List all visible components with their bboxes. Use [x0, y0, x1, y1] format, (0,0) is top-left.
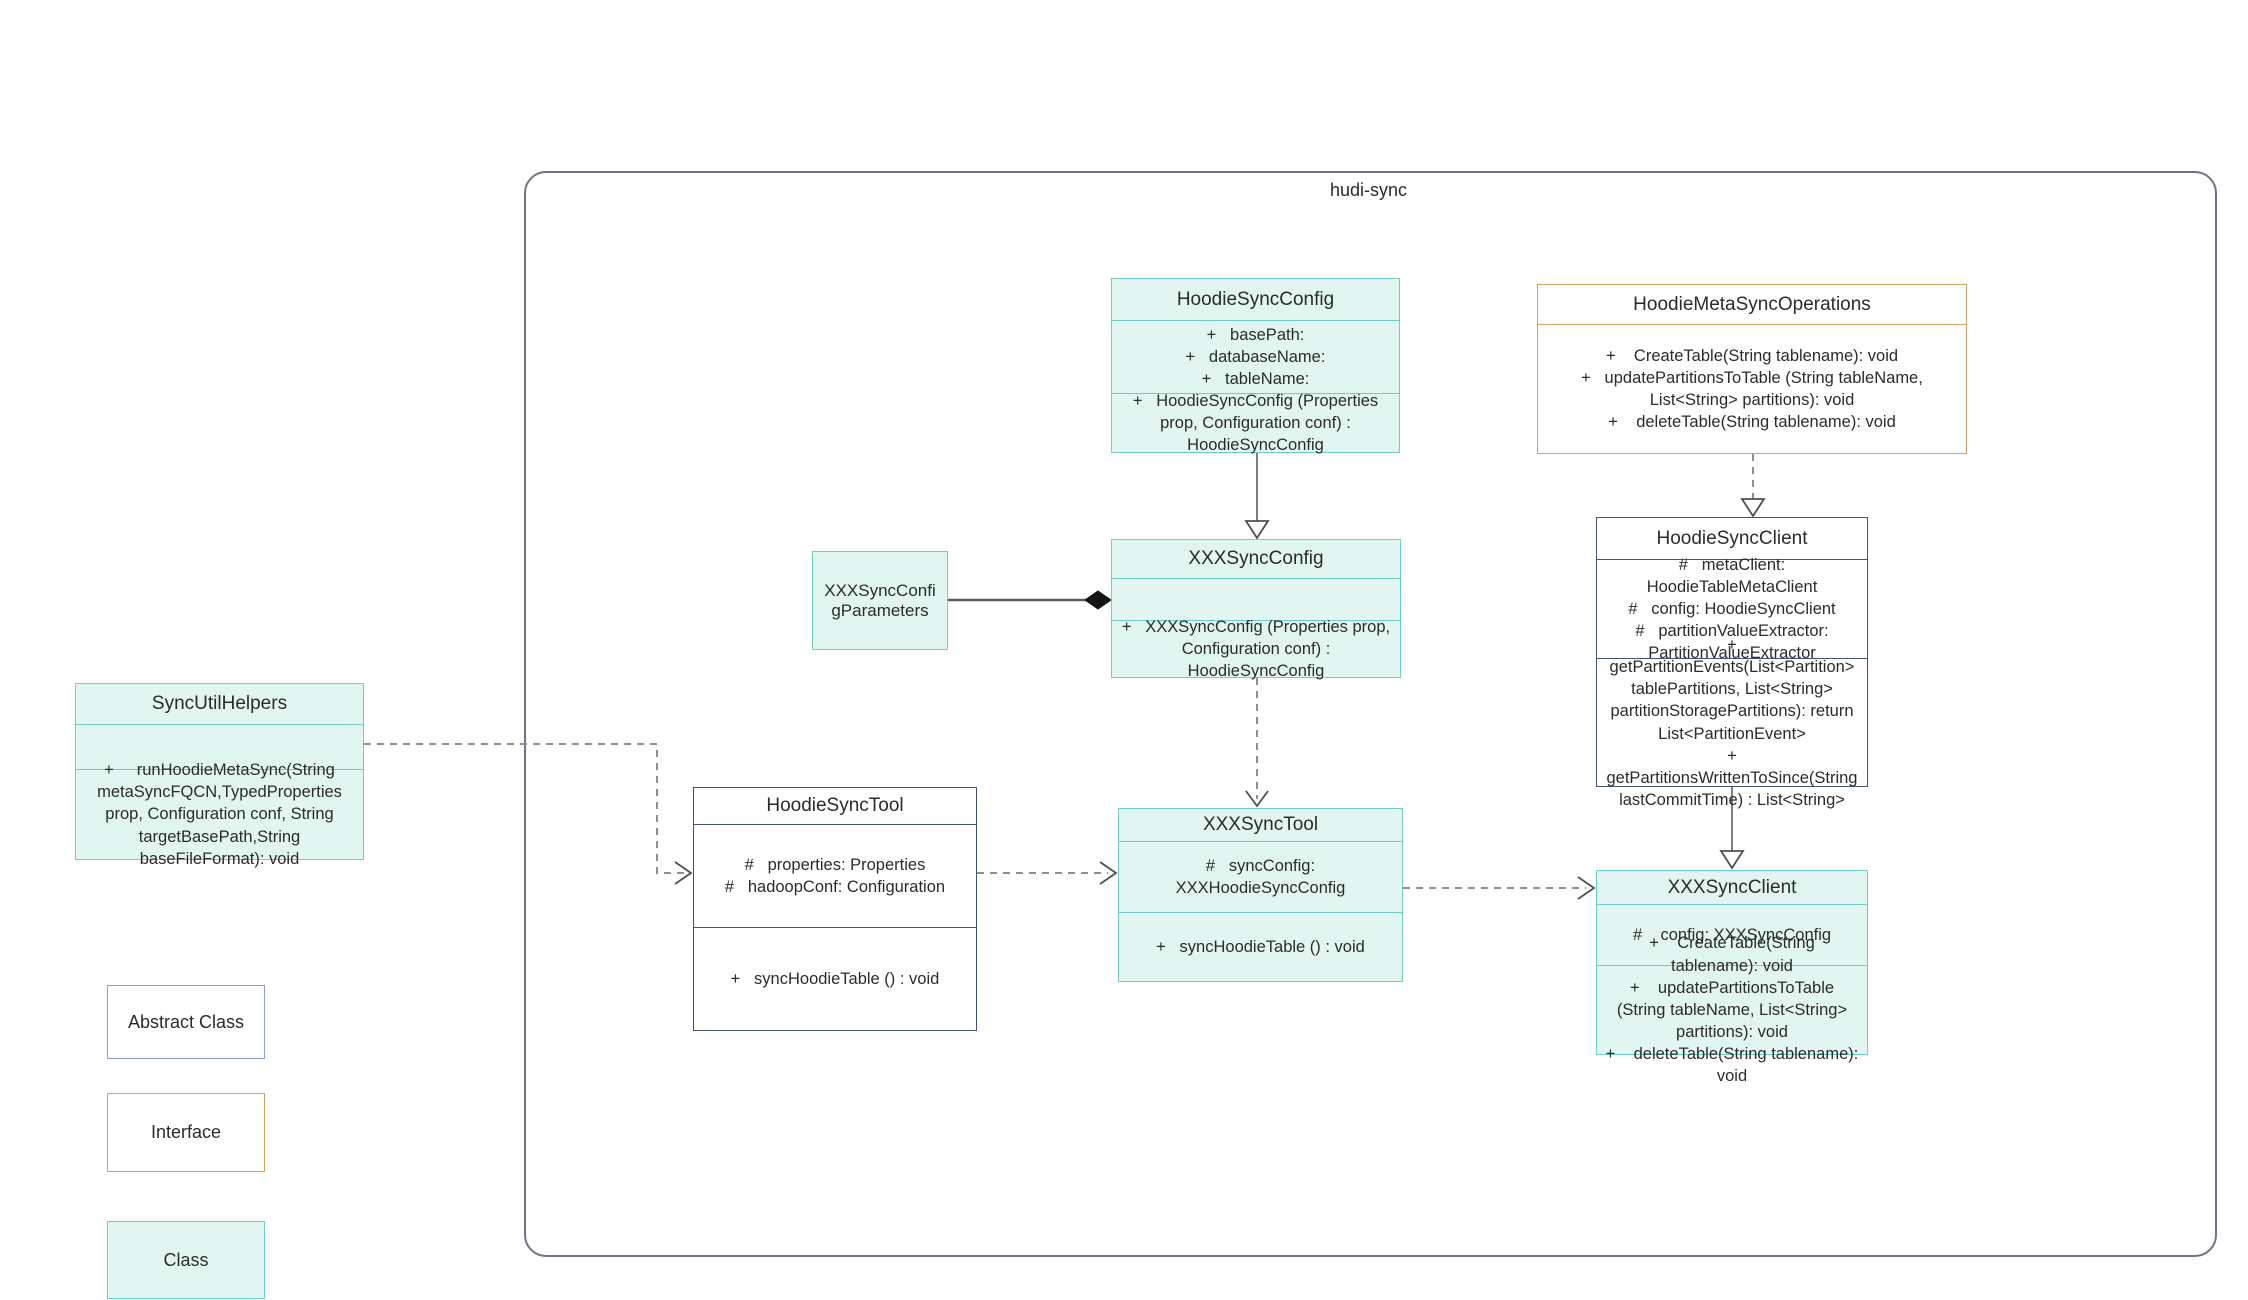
class-methods: + syncHoodieTable () : void	[694, 927, 976, 1030]
member-line: + CreateTable(String tablename): void	[1605, 346, 1899, 365]
class-node-xxx-sync-tool: XXXSyncTool # syncConfig: XXXHoodieSyncC…	[1118, 808, 1403, 982]
class-attributes: + basePath: + databaseName: + tableName:	[1112, 320, 1399, 393]
class-title: XXXSyncConfig	[1188, 548, 1324, 569]
legend-label: Interface	[150, 1122, 222, 1142]
member-line: + syncHoodieTable () : void	[730, 969, 940, 988]
member-line: + XXXSyncConfig (Properties prop, Config…	[1121, 617, 1395, 680]
member-line: # hadoopConf: Configuration	[724, 878, 946, 896]
class-attributes: # metaClient: HoodieTableMetaClient # con…	[1597, 556, 1867, 662]
member-line: # partitionValueExtractor: PartitionValu…	[1635, 622, 1834, 663]
class-methods: + syncHoodieTable () : void	[1119, 911, 1402, 981]
class-title: XXXSyncTool	[1202, 814, 1319, 835]
member-line: + basePath:	[1206, 325, 1305, 344]
class-methods: + HoodieSyncConfig (Properties prop, Con…	[1112, 392, 1399, 454]
member-line: + syncHoodieTable () : void	[1156, 937, 1365, 956]
class-node-xxx-sync-config: XXXSyncConfig + XXXSyncConfig (Propertie…	[1111, 539, 1401, 680]
class-title: SyncUtilHelpers	[151, 693, 288, 714]
class-node-xxx-sync-client: XXXSyncClient # config: XXXSyncConfig + …	[1596, 870, 1868, 1085]
member-line: + getPartitionsWrittenToSince(String las…	[1606, 746, 1863, 809]
class-attributes	[1112, 578, 1400, 620]
member-line: + runHoodieMetaSync(String metaSyncFQCN,…	[97, 761, 347, 868]
class-methods: + getPartitionEvents(List<Partition> tab…	[1597, 636, 1867, 809]
legend-label: Class	[163, 1249, 209, 1270]
class-methods: + CreateTable(String tablename): void+ u…	[1597, 934, 1867, 1085]
class-attributes	[76, 724, 363, 769]
member-line: + updatePartitionsToTable (String tableN…	[1616, 978, 1852, 1041]
class-title: XXXSyncClient	[1667, 876, 1797, 898]
package-label: hudi-sync	[1329, 180, 1408, 200]
class-methods: + XXXSyncConfig (Properties prop, Config…	[1112, 618, 1400, 680]
abstract-class-node-hoodie-sync-client: HoodieSyncClient # metaClient: HoodieTab…	[1596, 517, 1868, 809]
class-attributes: # properties: Properties # hadoopConf: Co…	[694, 824, 976, 927]
member-line: + tableName:	[1201, 370, 1310, 389]
member-line: + databaseName:	[1185, 347, 1326, 366]
legend-abstract-class: Abstract Class	[107, 985, 265, 1059]
member-line: + updatePartitionsToTable (String tableN…	[1581, 368, 1928, 409]
class-title: XXXSyncConfigParameters	[824, 580, 936, 620]
member-line: # properties: Properties	[744, 855, 926, 874]
member-line: # config: HoodieSyncClient	[1628, 599, 1836, 618]
class-node-hoodie-sync-config: HoodieSyncConfig + basePath: + databaseNa…	[1111, 278, 1400, 454]
class-attributes: # config: XXXSyncConfig	[1597, 904, 1867, 965]
member-line: # config: XXXSyncConfig	[1632, 925, 1832, 944]
interface-node-hoodie-meta-sync-operations: HoodieMetaSyncOperations + CreateTable(S…	[1537, 284, 1967, 454]
interface-title: HoodieMetaSyncOperations	[1633, 293, 1871, 315]
member-line: + CreateTable(String tablename): void	[1649, 934, 1820, 975]
class-title: HoodieSyncConfig	[1176, 288, 1335, 310]
class-title: HoodieSyncClient	[1656, 527, 1808, 549]
interface-methods: + CreateTable(String tablename): void + u…	[1538, 324, 1966, 453]
class-attributes: # syncConfig: XXXHoodieSyncConfig	[1119, 841, 1402, 912]
member-line: # metaClient: HoodieTableMetaClient	[1646, 555, 1818, 596]
member-line: + deleteTable(String tablename): void	[1608, 413, 1896, 432]
abstract-class-node-hoodie-sync-tool: HoodieSyncTool # properties: Properties#…	[693, 787, 977, 1031]
class-title: HoodieSyncTool	[766, 795, 904, 816]
member-line: # syncConfig: XXXHoodieSyncConfig	[1175, 856, 1346, 897]
legend-class: Class	[107, 1221, 265, 1299]
class-methods: + runHoodieMetaSync(String metaSyncFQCN,…	[76, 761, 363, 868]
member-line: + getPartitionEvents(List<Partition> tab…	[1609, 636, 1860, 743]
legend-interface: Interface	[107, 1093, 265, 1172]
class-node-xxx-sync-config-parameters: XXXSyncConfigParameters	[812, 551, 948, 650]
class-node-sync-util-helpers: SyncUtilHelpers + runHoodieMetaSync(Stri…	[75, 683, 364, 868]
legend-label: Abstract Class	[127, 1011, 245, 1032]
member-line: + HoodieSyncConfig (Properties prop, Con…	[1132, 391, 1383, 455]
member-line: + deleteTable(String tablename): void	[1605, 1045, 1863, 1086]
package-frame-hudi-sync	[524, 171, 2217, 1257]
